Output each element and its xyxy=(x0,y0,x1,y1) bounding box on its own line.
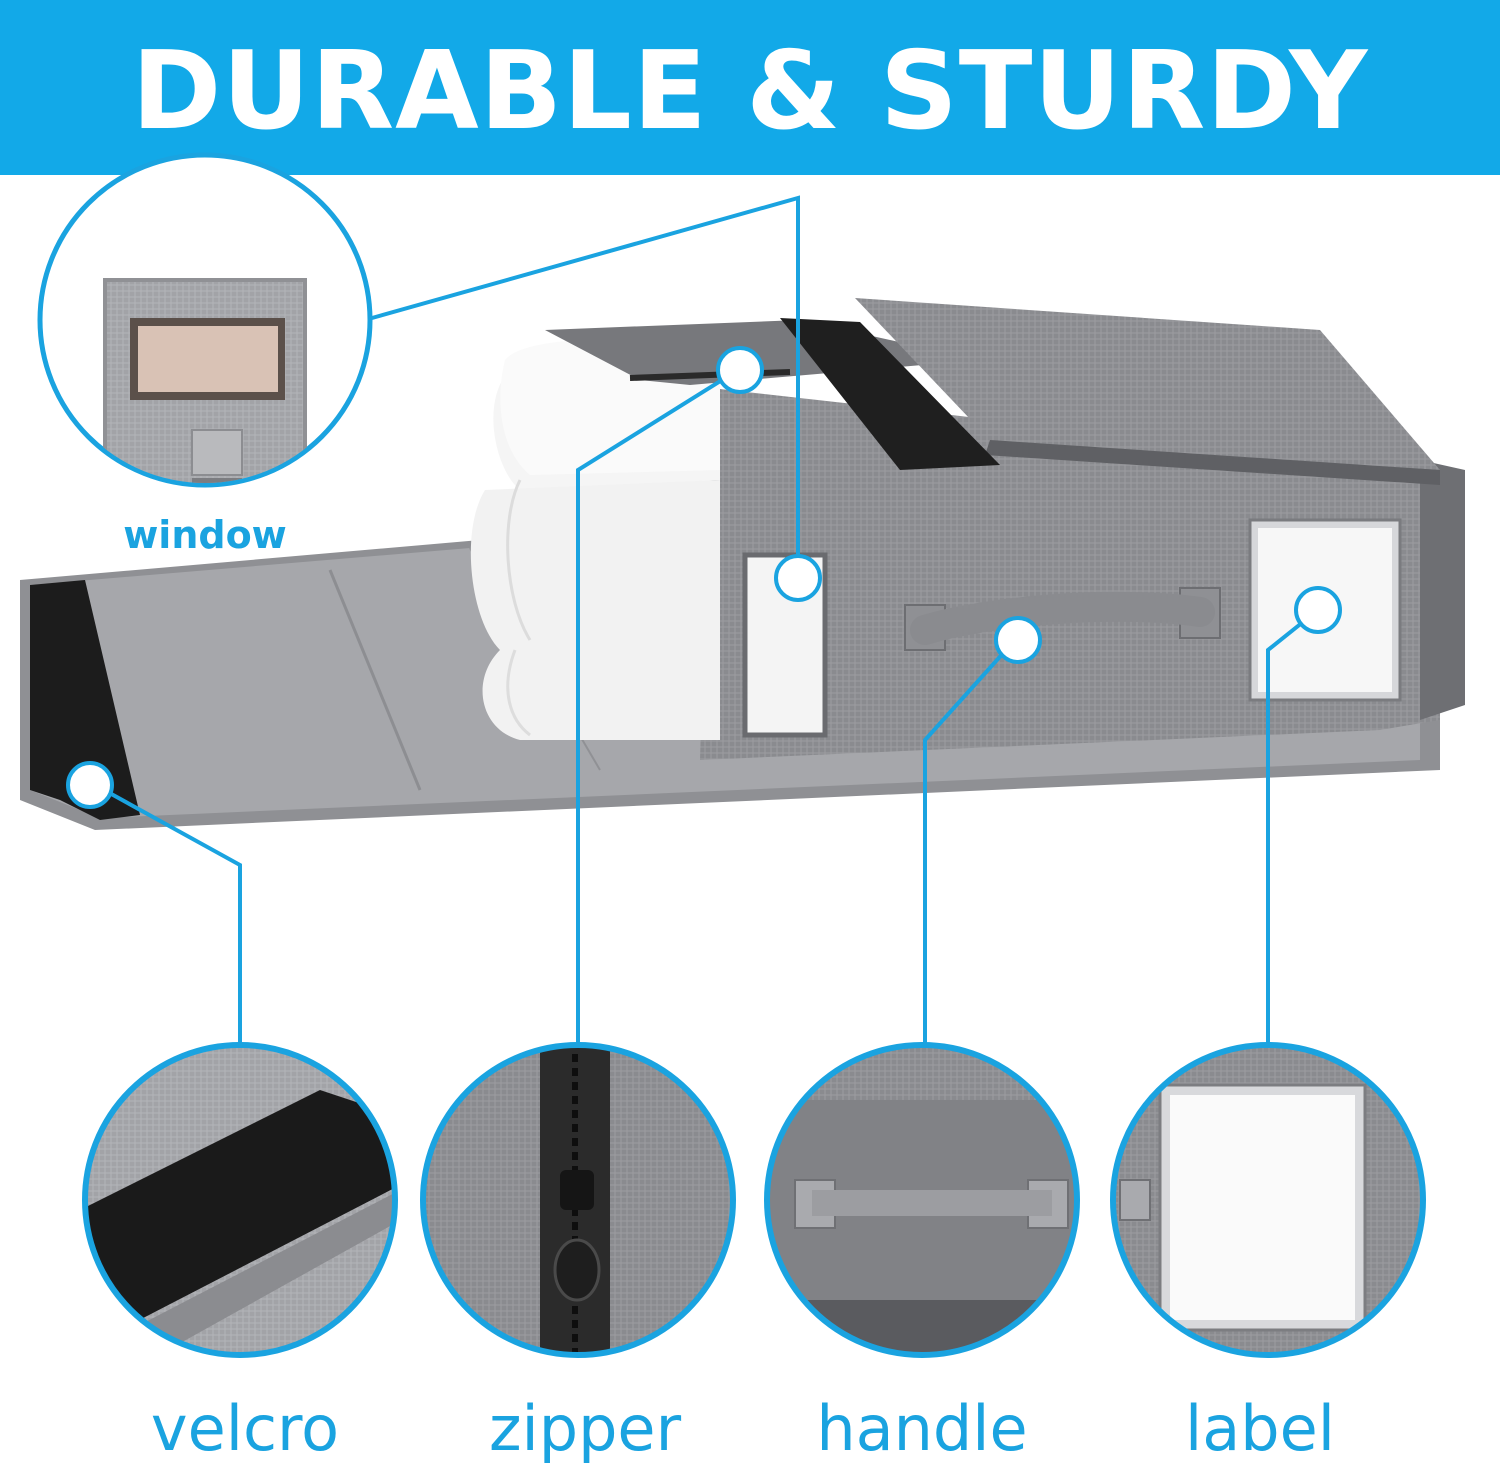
detail-label xyxy=(1110,1042,1426,1358)
callout-line-zipper xyxy=(576,368,740,1050)
callout-label-label: label xyxy=(1185,1392,1335,1465)
bedding xyxy=(470,340,720,740)
callout-label-zipper: zipper xyxy=(488,1392,682,1465)
banner-title: DURABLE & STURDY xyxy=(131,28,1369,154)
dot-zipper xyxy=(716,346,764,394)
label-pocket xyxy=(1248,518,1402,702)
title-banner: DURABLE & STURDY xyxy=(0,0,1500,175)
detail-window xyxy=(37,152,373,488)
callout-line-window xyxy=(371,195,800,560)
callout-line-velcro xyxy=(94,783,242,1050)
box-handle xyxy=(904,587,1221,651)
detail-velcro xyxy=(82,1042,398,1358)
detail-zipper xyxy=(420,1042,736,1358)
lid-right xyxy=(855,298,1440,470)
detail-handle xyxy=(764,1042,1080,1358)
dot-window xyxy=(774,554,822,602)
dot-handle xyxy=(994,616,1042,664)
dot-velcro xyxy=(66,761,114,809)
box-front xyxy=(640,380,1440,760)
dot-label xyxy=(1294,586,1342,634)
storage-bag xyxy=(20,298,1465,830)
velcro-strip xyxy=(30,580,140,820)
callout-dots xyxy=(66,346,1342,809)
callout-label-velcro: velcro xyxy=(150,1392,340,1465)
callout-line-handle xyxy=(923,638,1017,1050)
box-side xyxy=(1420,460,1465,720)
callout-label-handle: handle xyxy=(816,1392,1028,1465)
callout-label-window: window xyxy=(123,513,287,557)
top-velcro xyxy=(780,318,1000,470)
